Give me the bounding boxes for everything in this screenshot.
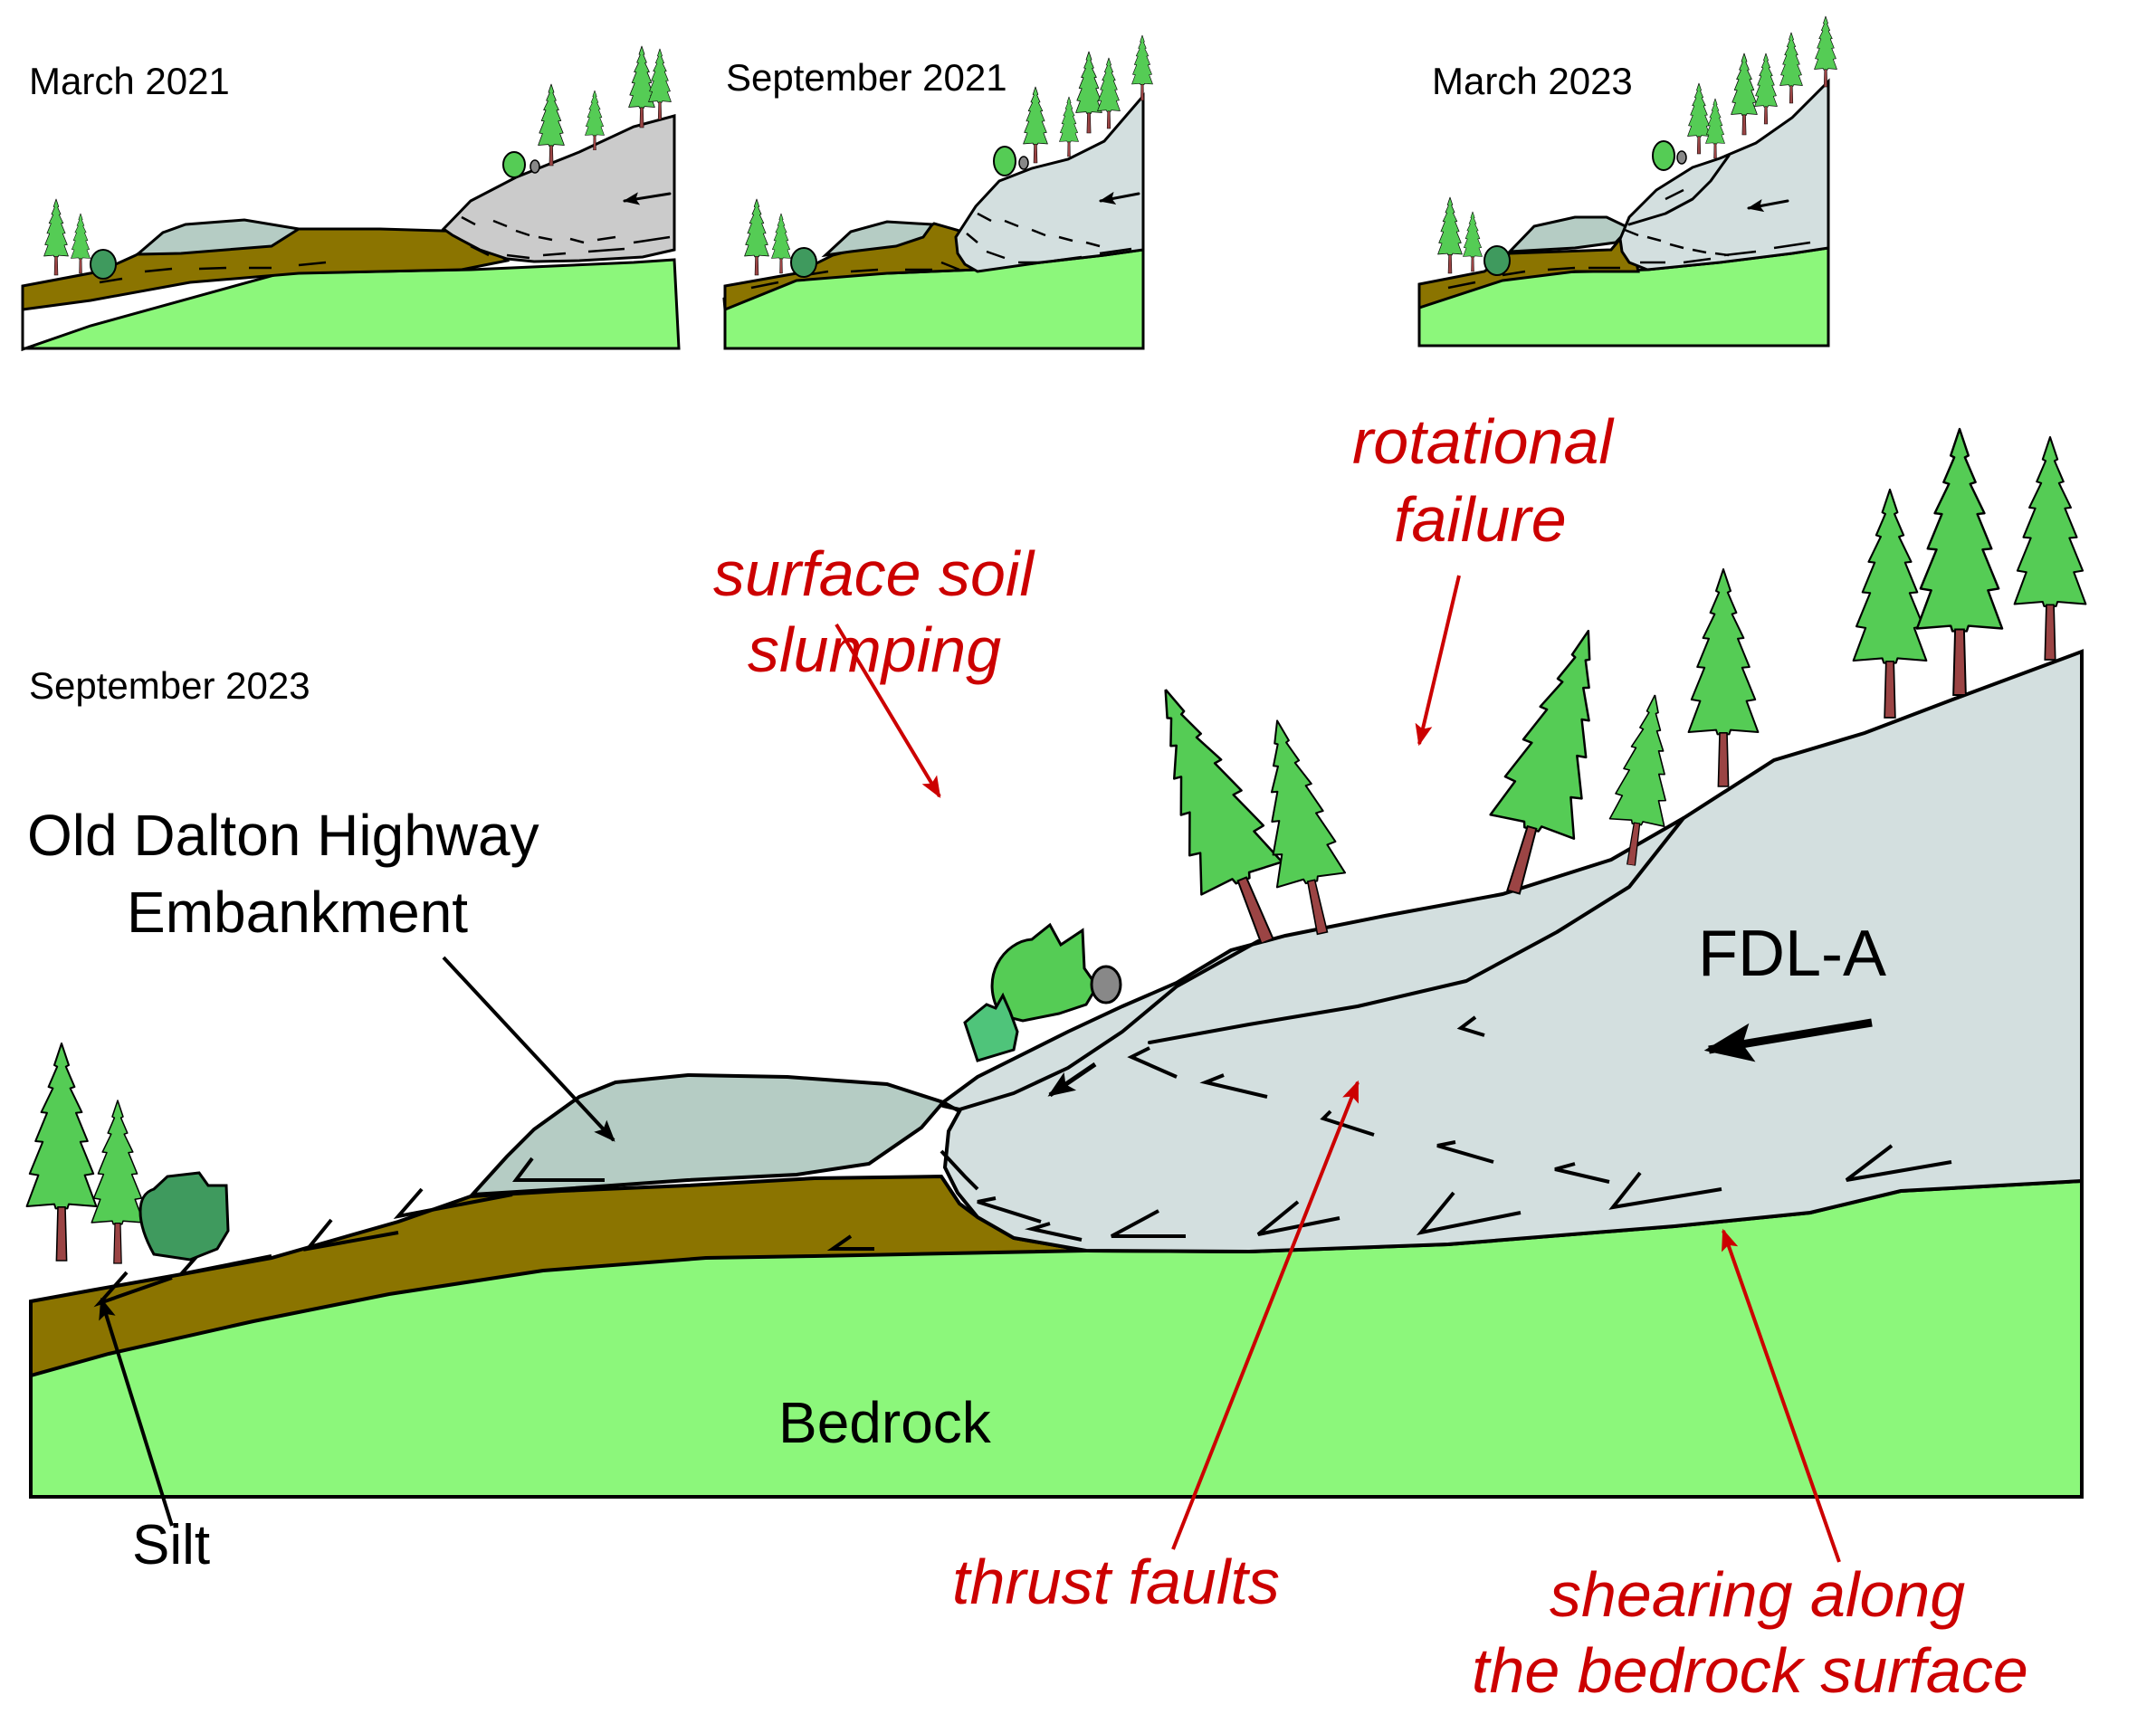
slump-arrow: [1047, 1062, 1097, 1098]
annotation-rotational-line2: failure: [1394, 484, 1567, 555]
tree-icon: [628, 45, 655, 129]
rotational-pointer: [1415, 575, 1461, 747]
tree-icon: [1059, 96, 1079, 157]
panel-september-2021: September 2021: [722, 34, 1153, 350]
silt-pointer-arrow: [99, 1297, 174, 1527]
tree-icon: [1779, 32, 1803, 104]
tree-icon: [1075, 51, 1102, 134]
tree-icon: [1754, 52, 1778, 125]
panel-label-september-2023: September 2023: [29, 664, 310, 707]
tree-icon: [744, 198, 769, 276]
shrub-icon: [1652, 140, 1675, 171]
annotation-rotational-line1: rotational: [1352, 406, 1615, 477]
movement-arrow: [1099, 191, 1140, 205]
panel-label-march-2021: March 2021: [29, 60, 230, 102]
tree-icon: [1814, 15, 1837, 88]
tree-icon: [648, 48, 672, 120]
annotation-shearing-line2: the bedrock surface: [1472, 1635, 2028, 1706]
panel-september-2023: September 2023: [25, 406, 2087, 1706]
shrub-icon: [993, 146, 1016, 176]
movement-arrow: [623, 192, 672, 205]
silt-layer: [723, 222, 980, 312]
annotation-thrust-faults: thrust faults: [952, 1547, 1280, 1617]
embankment: [1506, 215, 1632, 253]
surface-soil-pointer: [835, 623, 941, 799]
annotation-surface-soil-line1: surface soil: [713, 538, 1035, 609]
annotation-surface-soil-line2: slumping: [748, 614, 1001, 685]
cross-section-march-2023: [1417, 15, 1837, 348]
tree-icon: [71, 213, 91, 274]
shrub-icon: [502, 151, 526, 178]
cross-section-september-2023: [25, 427, 2087, 1499]
landslide-body: [954, 91, 1145, 273]
tree-icon: [1687, 567, 1760, 788]
tree-icon: [1131, 34, 1153, 101]
fault-marks: [1447, 188, 1811, 290]
shrub-icon: [1483, 245, 1511, 276]
cross-section-september-2021: [722, 34, 1153, 350]
shrub-icon: [963, 992, 1019, 1062]
landslide-body: [1618, 78, 1830, 271]
tree-icon: [771, 213, 791, 274]
tree-icon: [1731, 52, 1758, 136]
tree-icon: [1463, 211, 1483, 272]
boulder-icon: [529, 159, 540, 174]
embankment-label-line1: Old Dalton Highway: [27, 803, 539, 868]
bedrock-label: Bedrock: [778, 1390, 992, 1455]
embankment-pointer-arrow: [442, 956, 615, 1142]
landslide-body: [940, 649, 2084, 1254]
panel-march-2023: March 2023: [1417, 15, 1837, 348]
landslide-label: FDL-A: [1698, 918, 1886, 990]
panel-label-march-2023: March 2023: [1432, 60, 1633, 102]
tree-icon: [538, 83, 565, 167]
shrub-icon: [90, 249, 117, 280]
boulder-icon: [1018, 156, 1029, 170]
panel-label-september-2021: September 2021: [726, 56, 1007, 99]
boulder-icon: [1676, 150, 1687, 165]
embankment-label-line2: Embankment: [127, 880, 468, 945]
tree-icon: [43, 198, 69, 276]
silt-fault-marks: [99, 261, 327, 284]
panel-march-2021: March 2021: [21, 45, 681, 352]
embankment: [133, 218, 303, 256]
bedrock-layer: [21, 258, 681, 352]
tree-icon: [1915, 427, 2004, 697]
movement-arrow: [1703, 1018, 1873, 1062]
shearing-pointer: [1722, 1228, 1841, 1563]
tree-icon: [1097, 57, 1121, 129]
thrust-faults-pointer: [1171, 1080, 1359, 1550]
annotation-shearing-line1: shearing along: [1550, 1559, 1965, 1630]
embankment: [821, 220, 935, 258]
tree-icon: [1852, 488, 1928, 719]
tree-icon: [2013, 435, 2087, 662]
boulder-icon: [1090, 965, 1122, 1005]
tree-icon: [25, 1042, 98, 1262]
surface-slump-scarp: [941, 939, 1260, 1111]
shrub-icon: [138, 1171, 230, 1262]
tree-icon: [1023, 86, 1048, 164]
movement-arrow: [1747, 198, 1789, 213]
shrub-icon: [790, 247, 817, 278]
tree-icon: [1437, 196, 1463, 274]
fault-marks: [461, 215, 671, 260]
embankment: [468, 1072, 947, 1197]
tree-icon: [1705, 98, 1725, 159]
tree-icon: [91, 1099, 145, 1265]
cross-section-march-2021: [21, 45, 681, 352]
fault-marks: [750, 212, 1132, 290]
rotational-scarp: [1627, 154, 1731, 226]
rotational-failure-scarp: [1148, 816, 1685, 1044]
thrust-fault-marks: [940, 1015, 1952, 1242]
